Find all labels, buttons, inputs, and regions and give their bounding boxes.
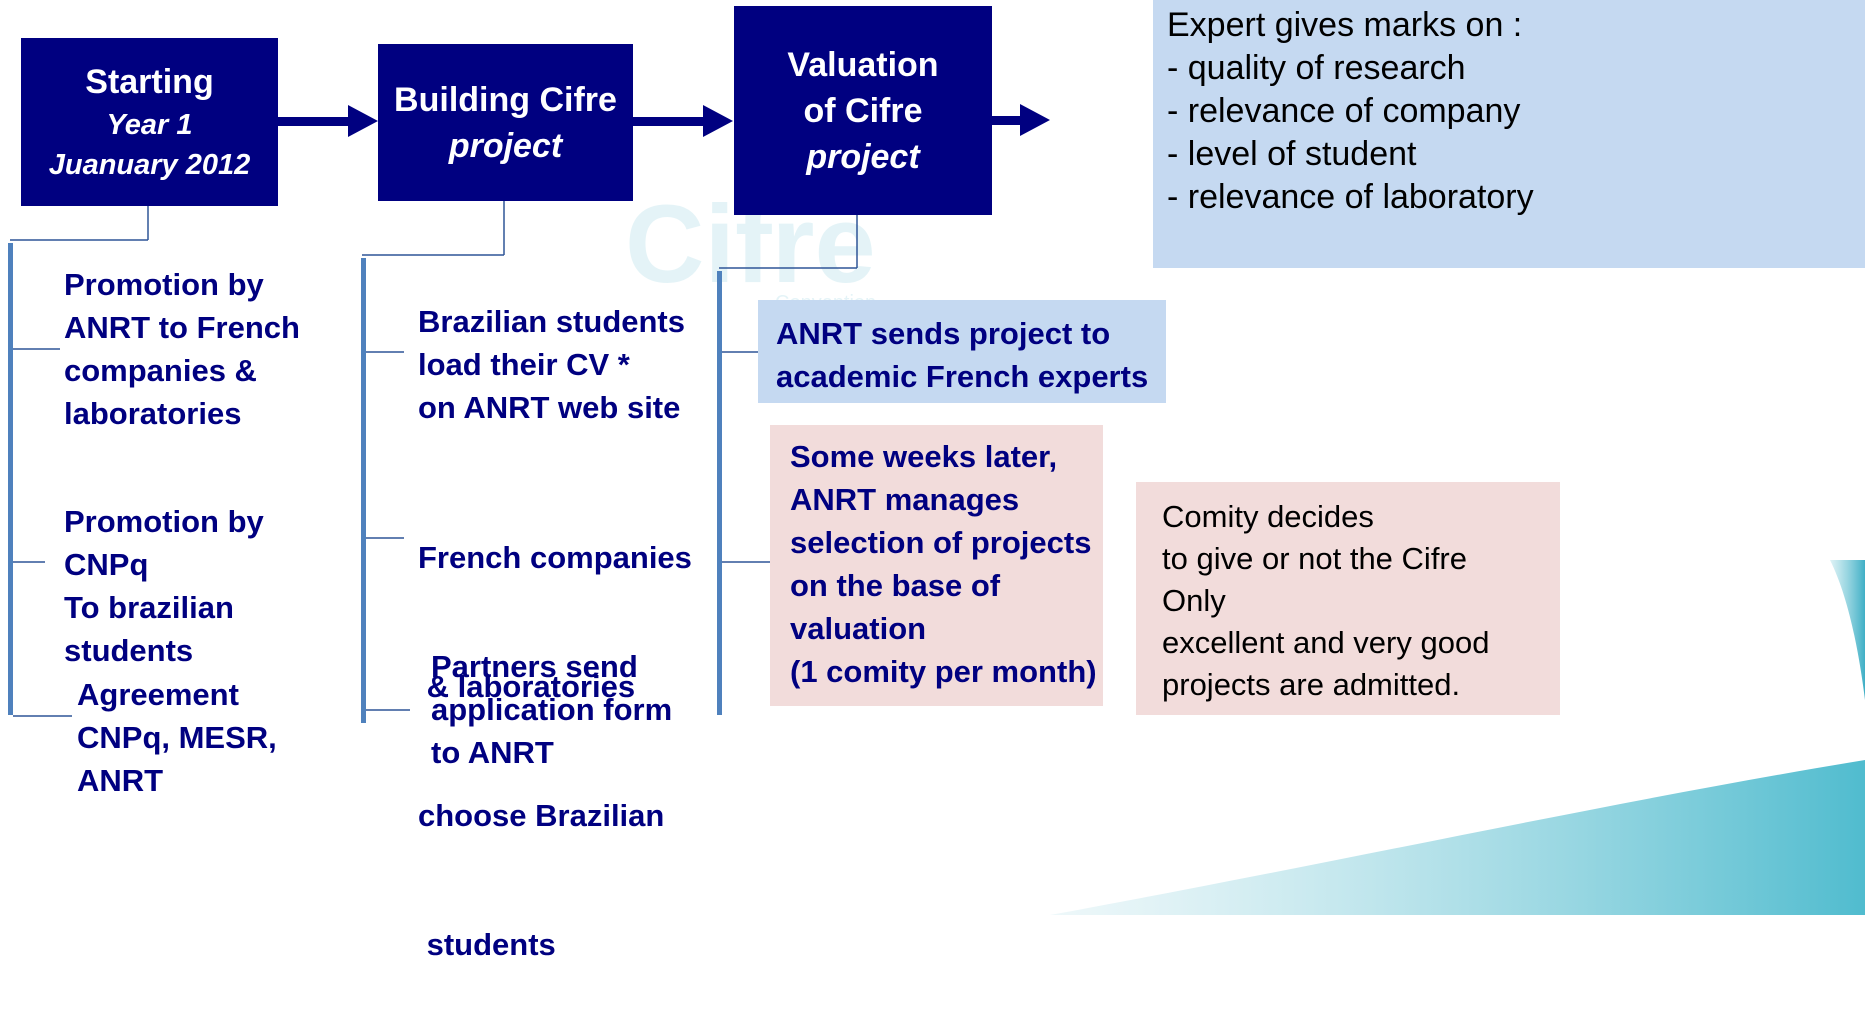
- comity-decision-box: Comity decides to give or not the Cifre …: [1136, 482, 1560, 715]
- expert-item: - relevance of laboratory: [1167, 178, 1534, 216]
- col3-selection-box: Some weeks later, ANRT manages selection…: [770, 425, 1103, 706]
- col1-agreement: Agreement CNPq, MESR, ANRT: [77, 677, 277, 798]
- col2-partners-send: Partners send application form to ANRT: [431, 649, 673, 770]
- col2-companies-choose: French companies & laboratories choose B…: [418, 540, 692, 962]
- background-decoration: [1050, 560, 1865, 915]
- arrow-2: [633, 105, 733, 137]
- stage-valuation: Valuation of Cifre project: [734, 6, 992, 215]
- teal-swoosh: [1050, 760, 1865, 915]
- expert-marks-box: Expert gives marks on : - quality of res…: [1153, 0, 1865, 268]
- stage-building-title: Building Cifre: [394, 80, 617, 119]
- stage-valuation-line2: of Cifre: [803, 91, 923, 130]
- arrow-3: [992, 104, 1050, 136]
- teal-edge: [1830, 560, 1865, 700]
- stage-valuation-title: Valuation: [787, 45, 939, 84]
- column-2-connector: [361, 201, 505, 723]
- expert-item: - relevance of company: [1167, 92, 1521, 130]
- expert-heading: Expert gives marks on :: [1167, 6, 1523, 44]
- stage-building-subtitle: project: [448, 126, 563, 165]
- stage-starting: Starting Year 1 Juanuary 2012: [21, 38, 278, 206]
- connectors: [8, 104, 1050, 723]
- col1-promotion-anrt: Promotion by ANRT to French companies & …: [64, 267, 300, 431]
- stage-starting-title: Starting: [85, 63, 214, 101]
- col3-anrt-sends-project: ANRT sends project to academic French ex…: [758, 300, 1166, 403]
- arrow-1: [278, 105, 378, 137]
- stage-starting-year: Year 1: [106, 109, 193, 141]
- stage-building: Building Cifre project: [378, 44, 633, 201]
- stage-valuation-subtitle: project: [806, 137, 920, 176]
- col2-students-load-cv: Brazilian students load their CV * on AN…: [418, 304, 685, 425]
- column-3-connector: [717, 215, 858, 715]
- expert-item: - quality of research: [1167, 49, 1466, 87]
- col1-promotion-cnpq: Promotion by CNPq To brazilian students: [64, 504, 264, 668]
- column-1-connector: [8, 206, 149, 717]
- stage-starting-date: Juanuary 2012: [48, 149, 251, 181]
- expert-item: - level of student: [1167, 135, 1417, 173]
